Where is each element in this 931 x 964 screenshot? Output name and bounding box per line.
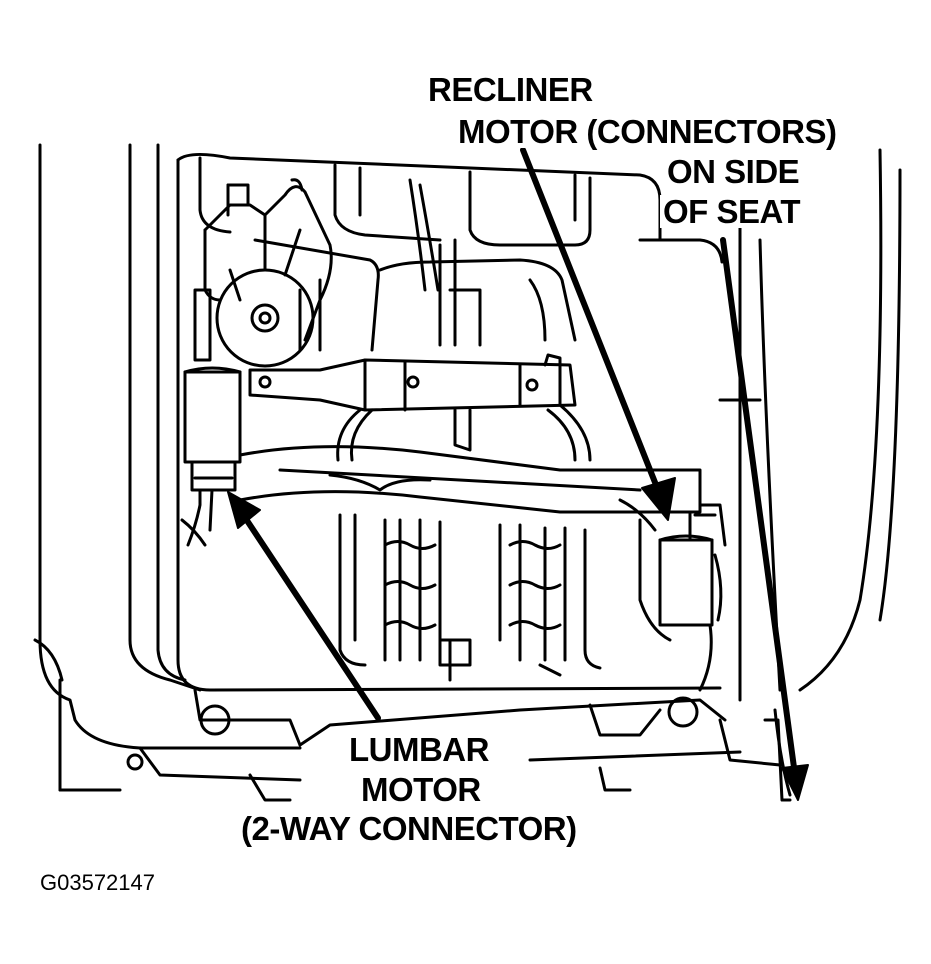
leader-arrows xyxy=(237,147,798,778)
left-side-panel xyxy=(33,143,302,792)
side-arrow-shaft xyxy=(720,237,798,778)
lumbar-arrow-shaft xyxy=(237,507,381,721)
lumbar-motor xyxy=(180,366,242,547)
figure-code: G03572147 xyxy=(40,870,155,895)
right-side-panel xyxy=(718,148,902,802)
lumbar-label-line3: (2-WAY CONNECTOR) xyxy=(238,812,580,845)
recliner-label-line4: OF SEAT xyxy=(660,195,804,228)
recliner-label-line3: ON SIDE xyxy=(664,155,803,188)
recliner-motor-housing xyxy=(193,178,333,368)
seat-springs xyxy=(338,513,602,682)
lumbar-label-line2: MOTOR xyxy=(358,773,484,806)
recliner-connector xyxy=(618,498,727,692)
recliner-arrow-icon xyxy=(641,477,676,521)
recliner-arrow-shaft xyxy=(520,147,663,498)
lumbar-label-line1: LUMBAR xyxy=(346,733,492,766)
recliner-label-line2: MOTOR (CONNECTORS) xyxy=(455,115,840,148)
bottom-rail xyxy=(126,688,782,802)
front-cross-bar xyxy=(238,445,702,514)
side-arrow-icon xyxy=(781,764,809,801)
recliner-label-line1: RECLINER xyxy=(425,73,596,106)
seat-pan xyxy=(253,238,577,352)
arrow-heads xyxy=(227,477,809,801)
seat-frame xyxy=(176,153,724,692)
center-bracket xyxy=(248,238,577,452)
wire-harness xyxy=(336,178,592,462)
lumbar-arrow-icon xyxy=(227,491,261,529)
